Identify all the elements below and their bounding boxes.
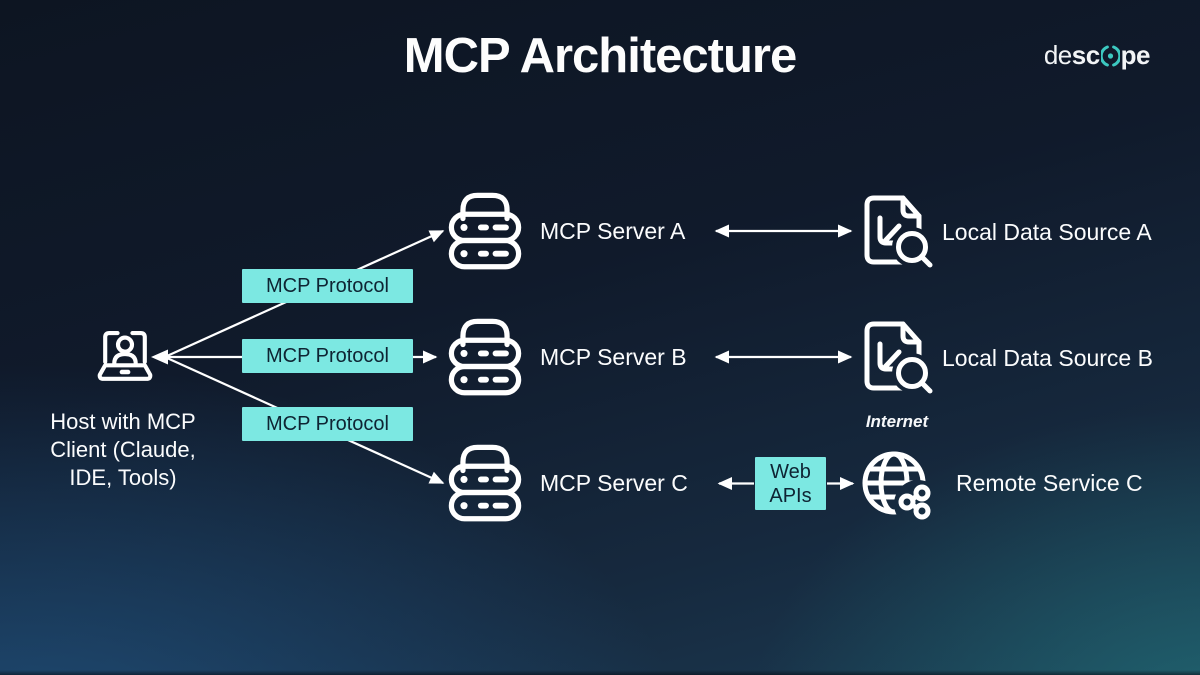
server-stack-icon-b <box>443 313 527 397</box>
mcp-protocol-box-3: MCP Protocol <box>242 407 413 441</box>
mcp-protocol-label-2: MCP Protocol <box>265 344 389 367</box>
host-label-line1: Host with MCP <box>50 409 196 434</box>
globe-network-icon <box>857 444 937 524</box>
mcp-server-b-label: MCP Server B <box>540 343 687 370</box>
host-label: Host with MCP Client (Claude, IDE, Tools… <box>3 408 243 492</box>
server-stack-icon-c <box>443 439 527 523</box>
logo-text-pe: pe <box>1120 40 1151 70</box>
laptop-user-icon <box>92 324 158 390</box>
page-title: MCP Architecture <box>403 29 797 83</box>
remote-service-c-label: Remote Service C <box>956 469 1143 496</box>
mcp-protocol-box-1: MCP Protocol <box>242 269 413 303</box>
mcp-protocol-box-2: MCP Protocol <box>242 339 413 373</box>
web-apis-line1: Web <box>770 460 811 483</box>
logo-text-de: de <box>1043 40 1072 70</box>
host-label-line2: Client (Claude, <box>50 437 196 462</box>
descope-eye-icon <box>1100 45 1120 66</box>
web-apis-line2: APIs <box>769 484 812 507</box>
server-stack-icon-a <box>443 187 527 271</box>
mcp-protocol-label-3: MCP Protocol <box>265 412 389 435</box>
document-search-icon-b <box>857 318 937 398</box>
local-data-source-a-label: Local Data Source A <box>942 218 1152 245</box>
web-apis-box: Web APIs <box>755 457 826 510</box>
logo-text-sc: sc <box>1071 40 1100 70</box>
document-search-icon-a <box>857 192 937 272</box>
mcp-server-c-label: MCP Server C <box>540 469 688 496</box>
mcp-protocol-label-1: MCP Protocol <box>265 274 389 297</box>
host-label-line3: IDE, Tools) <box>69 465 177 490</box>
local-data-source-b-label: Local Data Source B <box>942 344 1153 371</box>
mcp-server-a-label: MCP Server A <box>540 217 686 244</box>
internet-caption: Internet <box>865 412 929 431</box>
arrowhead-into-host <box>151 349 168 365</box>
